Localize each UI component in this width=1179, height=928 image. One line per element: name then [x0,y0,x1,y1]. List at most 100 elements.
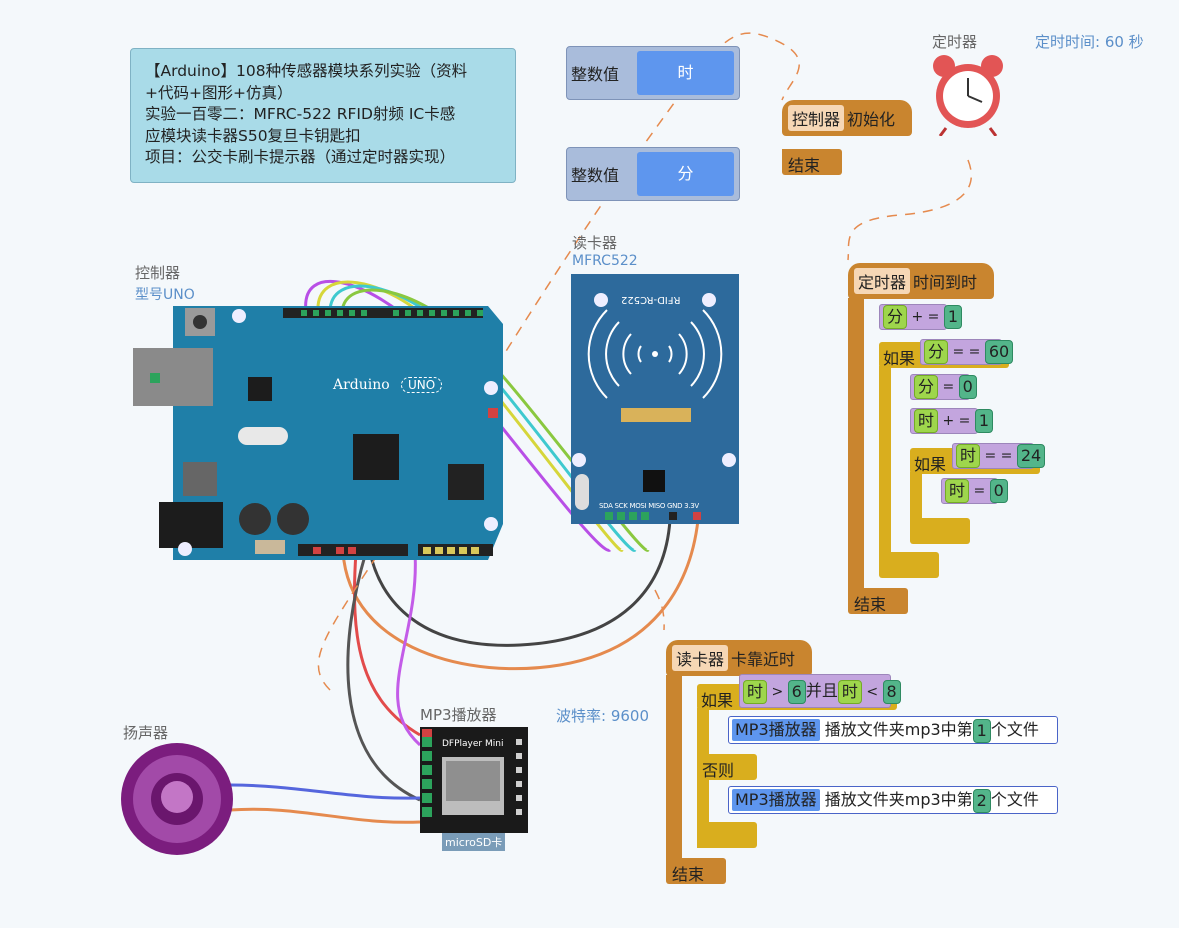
op-plus-eq: + = [942,413,971,429]
play-suffix: 个文件 [990,790,1039,809]
end-label: 结束 [672,865,705,884]
speaker-icon[interactable] [120,742,236,858]
wire-purple-tx [396,551,422,747]
dfplayer-text: DFPlayer Mini [442,739,504,749]
mp3-label: MP3播放器 [420,706,497,724]
init-end-block[interactable]: 结束 [782,149,842,175]
arduino-uno-board[interactable]: Arduino UNO [133,304,503,560]
note-line-3: 实验一百零二：MFRC-522 RFID射频 IC卡感 [145,105,456,123]
card-block-arm [666,675,682,861]
else-label: 否则 [702,761,735,780]
if-minute-arm [879,366,891,556]
rfid-module-text: RFID-RC522 [621,294,681,305]
play-text: 播放文件夹mp3中第 [824,790,973,809]
timer-block-event: 时间到时 [913,273,978,292]
num-chip[interactable]: 0 [958,375,977,399]
cond-hour-eq-24[interactable]: 时 = = 24 [952,443,1046,469]
card-event-block[interactable]: 读卡器卡靠近时 [666,640,812,676]
num-chip[interactable]: 24 [1016,444,1046,468]
var-hour-chip[interactable]: 时 [743,680,768,704]
board-brand-text: Arduino [333,377,390,393]
variable-hour[interactable]: 整数值 时 [566,46,740,100]
card-end-block[interactable]: 结束 [666,858,726,884]
var-hour-chip[interactable]: 时 [945,479,970,503]
timer-label: 定时器 [932,33,978,51]
op-lt: < [866,684,879,700]
var-hour-chip[interactable]: 时 [837,680,862,704]
op-plus-eq: + = [911,309,940,325]
if-hour-arm [910,472,922,522]
play-text: 播放文件夹mp3中第 [824,720,973,739]
mp3-device-chip[interactable]: MP3播放器 [732,719,820,741]
num-chip[interactable]: 2 [972,788,991,813]
num-chip[interactable]: 6 [787,680,806,704]
card-block-chip: 读卡器 [672,645,729,671]
assign-minute-plus[interactable]: 分 + = 1 [879,304,963,330]
assign-hour-zero[interactable]: 时 = 0 [941,478,1008,504]
flow-line-timer [847,159,973,261]
variable-minute[interactable]: 整数值 分 [566,147,740,201]
wire-blue-spk [229,783,421,800]
timer-event-block[interactable]: 定时器时间到时 [848,263,994,299]
wire-orange-3v3 [341,519,700,671]
timer-block-chip: 定时器 [854,268,911,294]
note-line-2: +代码+图形+仿真） [145,83,293,102]
op-and: 并且 [805,681,838,700]
play-suffix: 个文件 [990,720,1039,739]
flow-line-card [654,589,665,631]
board-uno-text: UNO [401,377,443,393]
timer-block-arm [848,298,864,588]
controller-label: 控制器 [135,264,181,282]
note-line-1: 【Arduino】108种传感器模块系列实验（资料 [145,62,468,80]
wire-dark-gnd [368,519,672,647]
assign-minute-zero[interactable]: 分 = 0 [910,374,977,400]
if-label: 如果 [701,691,734,710]
var-minute-chip[interactable]: 分 [914,375,939,399]
init-event-block[interactable]: 控制器初始化 [782,100,912,136]
card-block-event: 卡靠近时 [731,650,796,669]
note-line-5: 项目：公交卡刷卡提示器（通过定时器实现） [145,148,456,166]
init-block-chip: 控制器 [788,105,845,131]
flow-line-main [317,32,800,691]
assign-hour-plus[interactable]: 时 + = 1 [910,408,994,434]
if-minute-footer [879,552,939,578]
reader-model: MFRC522 [572,253,638,269]
if-hour-footer [910,518,970,544]
wire-orange-spk [229,807,421,824]
timer-interval: 定时时间: 60 秒 [1035,33,1144,51]
num-chip[interactable]: 8 [882,680,901,704]
var-hour-chip[interactable]: 时 [956,444,981,468]
end-label: 结束 [854,595,887,614]
num-chip[interactable]: 1 [943,305,963,329]
var-minute-chip[interactable]: 分 [924,340,949,364]
variable-name-field[interactable]: 时 [637,51,734,95]
num-chip[interactable]: 0 [989,479,1008,503]
variable-type: 整数值 [571,166,620,185]
var-hour-chip[interactable]: 时 [914,409,939,433]
alarm-clock-icon[interactable] [930,52,1006,137]
num-chip[interactable]: 1 [972,718,991,743]
if-label: 如果 [914,455,947,474]
mp3-device-chip[interactable]: MP3播放器 [732,789,820,811]
dfplayer-mini-module[interactable]: DFPlayer Mini microSD卡 [420,727,528,851]
speaker-label: 扬声器 [123,724,169,742]
cond-minute-eq-60[interactable]: 分 = = 60 [920,339,1014,365]
if-time-footer [697,822,757,848]
num-chip[interactable]: 60 [984,340,1014,364]
reader-label: 读卡器 [572,234,618,252]
timer-end-block[interactable]: 结束 [848,588,908,614]
var-minute-chip[interactable]: 分 [883,305,908,329]
else-block[interactable]: 否则 [697,754,757,780]
op-eq: = [973,483,986,499]
rfid-reader-module[interactable]: RFID-RC522 SDA SCK MOSI MISO GND 3.3V [571,274,739,524]
op-gt: > [771,684,784,700]
rfid-pins-text: SDA SCK MOSI MISO GND 3.3V [599,502,699,510]
num-chip[interactable]: 1 [974,409,994,433]
op-eq: = [942,379,955,395]
variable-name-field[interactable]: 分 [637,152,734,196]
controller-model: 型号UNO [135,287,195,303]
